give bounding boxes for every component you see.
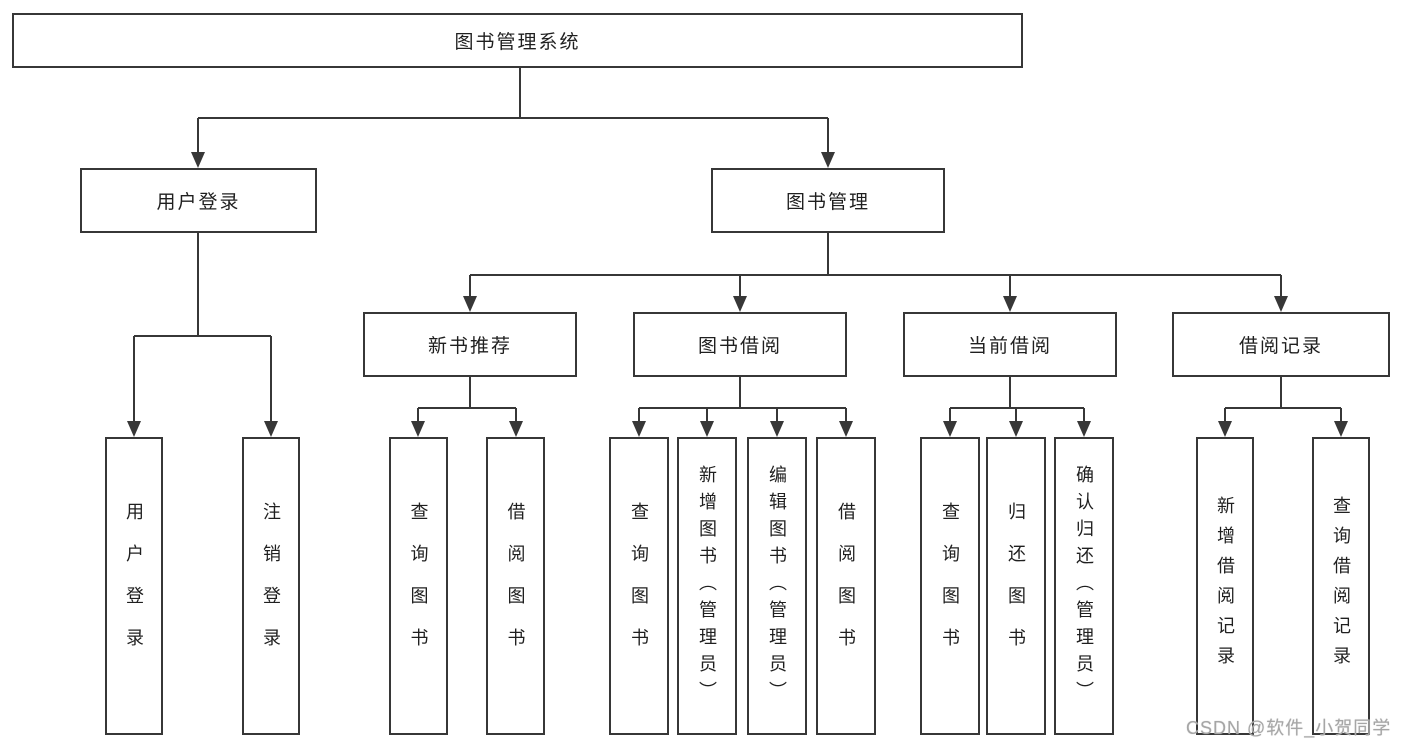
leaf-logout: 注销登录 <box>242 437 300 735</box>
leaf-return-books: 归还图书 <box>986 437 1046 735</box>
leaf-query-books-recommend: 查询图书 <box>389 437 448 735</box>
leaf-confirm-return-admin: 确认归还（管理员） <box>1054 437 1114 735</box>
leaf-query-books-current: 查询图书 <box>920 437 980 735</box>
leaf-query-books-borrow: 查询图书 <box>609 437 669 735</box>
leaf-user-login: 用户登录 <box>105 437 163 735</box>
node-borrow-records: 借阅记录 <box>1172 312 1390 377</box>
leaf-borrow-books: 借阅图书 <box>816 437 876 735</box>
csdn-watermark: CSDN @软件_小贺同学 <box>1186 718 1392 738</box>
node-user-login: 用户登录 <box>80 168 317 233</box>
node-book-management-system: 图书管理系统 <box>12 13 1023 68</box>
node-book-management: 图书管理 <box>711 168 945 233</box>
leaf-add-borrow-record: 新增借阅记录 <box>1196 437 1254 735</box>
leaf-edit-books-admin: 编辑图书（管理员） <box>747 437 807 735</box>
leaf-query-borrow-record: 查询借阅记录 <box>1312 437 1370 735</box>
node-current-borrow: 当前借阅 <box>903 312 1117 377</box>
leaf-add-books-admin: 新增图书（管理员） <box>677 437 737 735</box>
node-new-book-recommend: 新书推荐 <box>363 312 577 377</box>
leaf-borrow-books-recommend: 借阅图书 <box>486 437 545 735</box>
node-book-borrow: 图书借阅 <box>633 312 847 377</box>
